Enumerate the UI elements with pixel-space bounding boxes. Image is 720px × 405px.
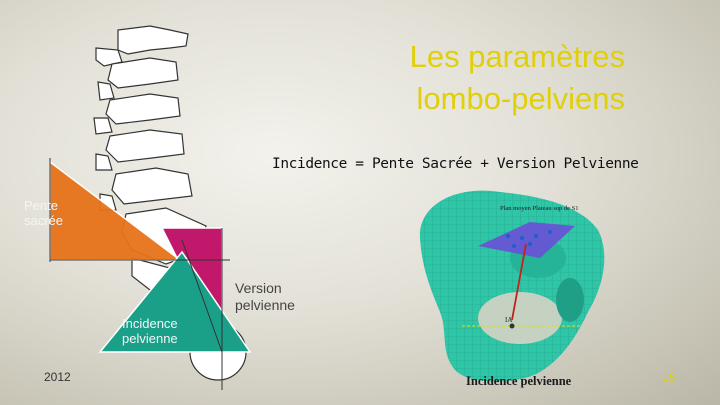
- incidence-pelvienne-triangle: [98, 250, 252, 353]
- incidence-label-line-1: Incidence: [122, 316, 178, 331]
- version-label-line-1: Version: [235, 280, 282, 296]
- pelvis-bone: [419, 190, 605, 382]
- pelvis-caption: Incidence pelvienne: [466, 374, 572, 388]
- pente-label-line-2: sacrée: [24, 213, 64, 228]
- formula-text: Incidence = Pente Sacrée + Version Pelvi…: [272, 156, 639, 172]
- incidence-label-line-2: pelvienne: [122, 331, 178, 346]
- title-line-2: lombo-pelviens: [416, 81, 626, 116]
- plane-label: Plan moyen Plateau sup de S1: [500, 205, 579, 212]
- page-number: 16: [662, 370, 676, 384]
- slide-title: Les paramètres lombo-pelviens: [300, 36, 625, 120]
- version-label-line-2: pelvienne: [235, 297, 295, 313]
- pente-sacree-label: Pente sacrée: [24, 198, 63, 228]
- pente-label-line-1: Pente: [24, 198, 58, 213]
- ia-label: IA: [505, 316, 513, 324]
- version-pelvienne-label: Version pelvienne: [235, 280, 295, 314]
- incidence-pelvienne-label: Incidence pelvienne: [122, 316, 178, 346]
- title-line-1: Les paramètres: [409, 39, 625, 74]
- ia-line: [511, 243, 527, 321]
- footer-year: 2012: [44, 370, 71, 384]
